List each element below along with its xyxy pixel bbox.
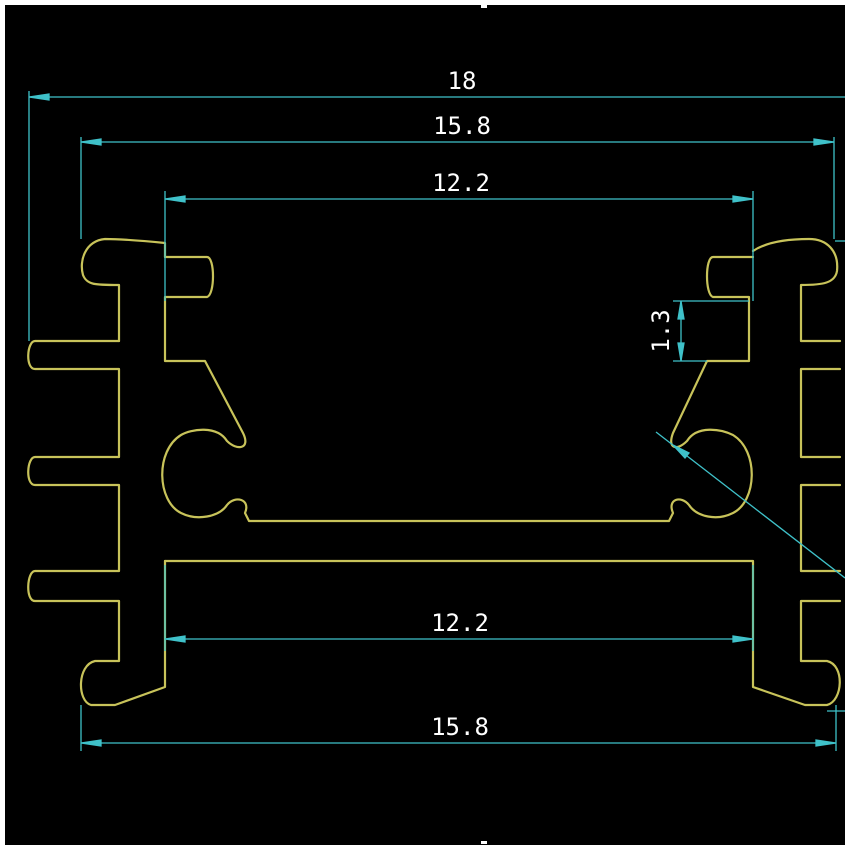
left-inner-channel xyxy=(161,255,755,523)
radius-leader-line xyxy=(655,431,845,579)
cad-canvas: 18 15.8 12.2 12.2 15.8 1.3 xyxy=(5,5,845,845)
left-fins xyxy=(27,339,167,707)
arrow-bottom-outer-left xyxy=(80,739,102,747)
arrow-top-inner-left xyxy=(164,195,186,203)
right-fins xyxy=(751,237,842,573)
arrow-bottom-inner-right xyxy=(732,635,754,643)
arrow-overall-left xyxy=(28,93,50,101)
dim-text-overall: 18 xyxy=(448,67,477,95)
arrow-top-inner-right xyxy=(732,195,754,203)
arrow-bottom-outer-right xyxy=(815,739,837,747)
dim-text-slot-height: 1.3 xyxy=(647,309,675,352)
arrow-slot-top xyxy=(677,300,685,320)
arrow-bottom-inner-left xyxy=(164,635,186,643)
dim-text-top-outer: 15.8 xyxy=(433,112,491,140)
arrow-slot-bottom xyxy=(677,342,685,362)
bottom-center-mark xyxy=(481,841,487,844)
bottom-web xyxy=(163,559,842,707)
top-left-hook xyxy=(80,237,167,343)
dim-text-bottom-inner: 12.2 xyxy=(431,609,489,637)
dim-text-bottom-outer: 15.8 xyxy=(431,713,489,741)
heatsink-profile-drawing: 18 15.8 12.2 12.2 15.8 1.3 xyxy=(27,5,845,844)
dim-text-top-inner: 12.2 xyxy=(432,169,490,197)
top-center-mark xyxy=(481,5,487,8)
arrow-top-outer-right xyxy=(813,138,835,146)
arrow-top-outer-left xyxy=(80,138,102,146)
radius-leader-arrow xyxy=(672,444,691,459)
